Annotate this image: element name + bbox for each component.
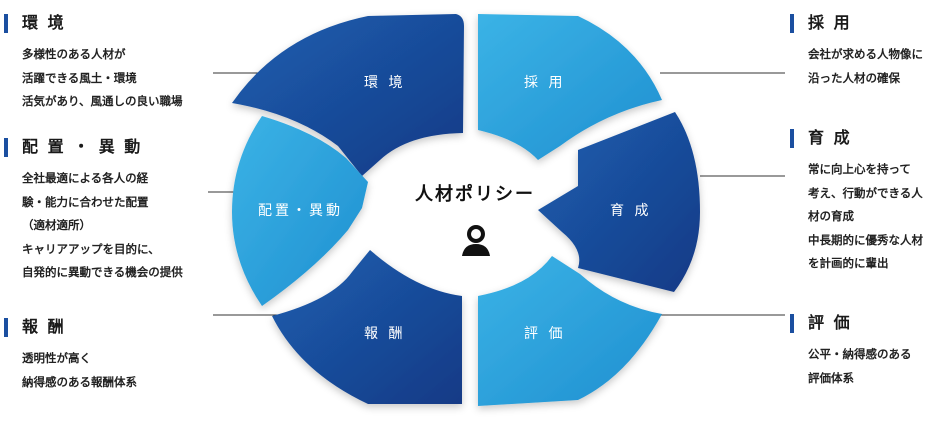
segment-label-placement: 配置・異動 [258,203,343,219]
block-line: 全社最適による各人の経 [22,171,149,185]
segment-label-evaluation: 評 価 [524,326,566,342]
block-line: （適材適所） [22,218,91,232]
block-heading: 配 置 ・ 異 動 [22,137,143,156]
block-line: 材の育成 [808,209,854,223]
block-heading: 報 酬 [22,317,66,336]
accent-bar [790,314,794,333]
block-line: を計画的に輩出 [808,256,889,270]
segment-environment [232,14,464,176]
block-line: 自発的に異動できる機会の提供 [22,265,183,279]
person-icon [462,225,490,256]
block-line: 評価体系 [808,370,854,385]
segment-label-environment: 環 境 [364,75,406,91]
segment-placement [232,116,368,306]
block-line: 多様性のある人材が [22,47,126,61]
block-heading: 採 用 [808,13,852,32]
segment-evaluation [478,256,662,406]
block-line: 公平・納得感のある [808,347,912,361]
block-line: 会社が求める人物像に [808,47,923,61]
segment-label-compensation: 報 酬 [364,326,406,342]
block-line: 常に向上心を持って [808,162,911,176]
center-title: 人材ポリシー [415,184,535,205]
block-heading: 評 価 [808,313,852,332]
block-heading: 育 成 [808,128,852,147]
block-line: 活気があり、風通しの良い職場 [22,94,183,108]
block-line: キャリアアップを目的に、 [22,241,160,256]
block-line: 沿った人材の確保 [808,70,900,85]
accent-bar [790,14,794,33]
segment-label-recruitment: 採 用 [524,75,566,91]
accent-bar [4,138,8,157]
accent-bar [790,129,794,148]
block-line: 験・能力に合わせた配置 [22,194,149,209]
segment-compensation [272,250,462,404]
accent-bar [4,14,8,33]
block-line: 考え、行動ができる人 [808,185,923,200]
segment-development [538,112,700,292]
segment-label-development: 育 成 [610,203,652,219]
accent-bar [4,318,8,337]
block-line: 納得感のある報酬体系 [22,374,137,389]
block-heading: 環 境 [22,13,66,32]
block-line: 活躍できる風土・環境 [22,70,137,85]
block-line: 透明性が高く [22,351,91,365]
block-line: 中長期的に優秀な人材 [808,232,923,247]
cycle-segments [232,14,700,406]
segment-recruitment [478,14,662,160]
